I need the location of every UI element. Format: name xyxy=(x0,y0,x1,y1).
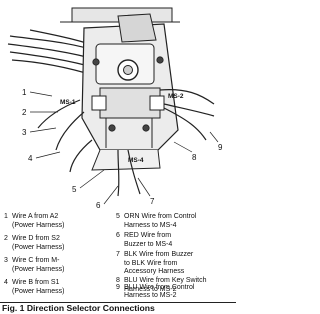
callout-8: 8 xyxy=(192,153,197,162)
legend-line: Harness to MS-2 xyxy=(124,285,177,293)
callout-5: 5 xyxy=(72,185,77,194)
legend-line: BLK Wire from Buzzer xyxy=(124,251,194,258)
legend-item-1: 1 Wire A from A2(Power Harness) xyxy=(4,213,65,230)
callout-3: 3 xyxy=(22,128,27,137)
legend-item-3: 3 Wire C from M-(Power Harness) xyxy=(4,257,65,274)
callout-6: 6 xyxy=(96,201,101,210)
legend-num: 5 xyxy=(116,213,120,220)
legend-line: Harness to MS-4 xyxy=(124,221,177,229)
legend-num: 3 xyxy=(4,257,8,264)
legend-num: 9 xyxy=(116,284,120,291)
ms-2-label: MS-2 xyxy=(168,93,184,100)
legend-line: Accessory Harness xyxy=(124,268,185,275)
callout-4: 4 xyxy=(28,154,33,163)
legend-line: RED Wire from xyxy=(124,232,172,239)
callout-7: 7 xyxy=(150,197,155,206)
legend-num: 6 xyxy=(116,232,120,239)
legend-item-2: 2 Wire D from S2(Power Harness) xyxy=(4,235,65,252)
legend-line: Wire B from S1 xyxy=(12,279,60,286)
legend-line: (Power Harness) xyxy=(12,265,65,273)
legend-line: BLU Wire from Key Switch xyxy=(124,277,207,284)
legend-num: 7 xyxy=(116,251,120,258)
legend-line: to BLK Wire from xyxy=(124,259,178,267)
legend-line: Wire A from A2 xyxy=(12,213,59,220)
legend-num: 1 xyxy=(4,213,8,220)
legend-line: (Power Harness) xyxy=(12,287,65,295)
legend-item-4: 4 Wire B from S1(Power Harness) xyxy=(4,279,65,296)
legend-line: (Power Harness) xyxy=(12,221,65,229)
legend-num: 4 xyxy=(4,279,8,286)
direction-selector-diagram: 1 2 3 4 5 6 7 8 9 MS-1 MS-2 MS-4 xyxy=(7,7,223,210)
figure-caption: Fig. 1 Direction Selector Connections xyxy=(2,303,155,313)
callout-9: 9 xyxy=(218,143,223,152)
legend-line: Harness to MS-2 xyxy=(124,292,177,299)
caption-divider xyxy=(0,302,236,314)
legend-line: Wire C from M- xyxy=(12,257,60,264)
callout-1: 1 xyxy=(22,88,27,97)
ms-4-label: MS-4 xyxy=(128,157,144,164)
legend-line: ORN Wire from Control xyxy=(124,213,197,220)
callout-leaders xyxy=(29,91,219,205)
callout-2: 2 xyxy=(22,108,27,117)
legend-num: 8 xyxy=(116,277,120,284)
ms-1-label: MS-1 xyxy=(60,99,76,106)
legend-line: Buzzer to MS-4 xyxy=(124,240,173,248)
legend-line: Wire D from S2 xyxy=(12,235,60,242)
legend-num: 2 xyxy=(4,235,8,242)
switch-housing xyxy=(81,13,179,171)
harness-wires xyxy=(37,89,215,197)
legend-line: BLU Wire from Control xyxy=(124,284,195,291)
legend-line: (Power Harness) xyxy=(12,243,65,251)
